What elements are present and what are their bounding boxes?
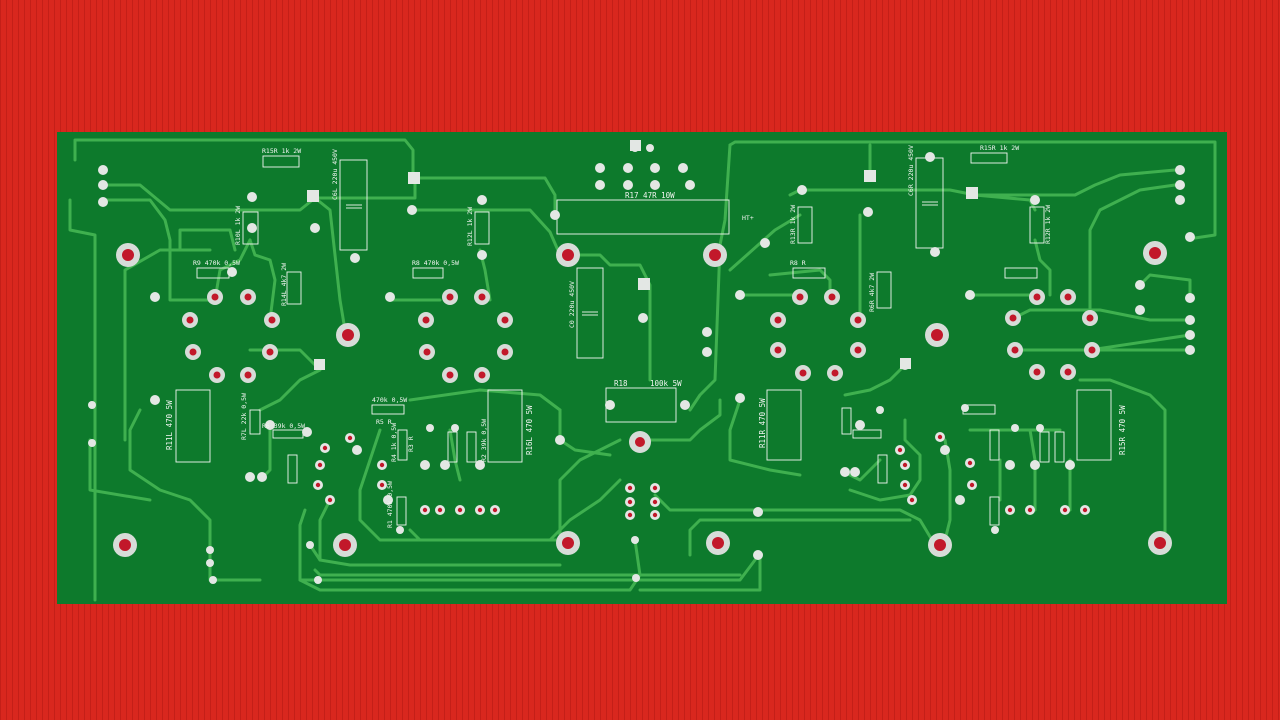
label-r9: R9 470k 0,5W (193, 259, 240, 267)
label-r3r: R3 R (407, 436, 415, 452)
label-r15r-right: R15R 1k 2W (980, 144, 1019, 152)
solder-pads (88, 140, 1195, 584)
label-r18-value: 100k 5W (650, 379, 682, 388)
silkscreen-text: R15R 1k 2W R10L 1k 2W R14L 4k7 2W R9 470… (165, 144, 1127, 528)
label-r14l: R14L 4k7 2W (280, 263, 288, 306)
label-r10l: R10L 1k 2W (234, 206, 242, 245)
label-r2: R2 39k 0,5W (480, 419, 488, 462)
label-r1: R1 470k 0,5W (386, 481, 394, 528)
label-r5-value: 470k 0,5W (372, 396, 407, 404)
label-r17: R17 47R 10W (625, 191, 675, 200)
label-c0: C0 220u 450V (568, 281, 576, 328)
silkscreen-outlines (175, 152, 1112, 526)
label-ht-plus: HT+ (742, 214, 754, 222)
label-c6r: C6R 220u 450V (907, 145, 915, 196)
label-r8r: R8 R (790, 259, 806, 267)
label-r7l: R7L 22k 0,5W (240, 393, 248, 440)
pcb-board (57, 132, 1227, 604)
label-r11l: R11L 470 5W (165, 400, 174, 450)
label-r15r-left: R15R 1k 2W (262, 147, 301, 155)
label-r13r: R13R 1k 2W (789, 205, 797, 244)
label-r12l: R12L 1k 2W (466, 207, 474, 246)
label-r6r: R6R 4k7 2W (868, 273, 876, 312)
label-r12r: R12R 1k 2W (1044, 205, 1052, 244)
label-r18: R18 (614, 379, 628, 388)
label-r15r-bottom: R15R 470 5W (1118, 405, 1127, 455)
label-r6: R6 39k 0,5W (262, 422, 305, 430)
label-r16l: R16L 470 5W (525, 405, 534, 455)
label-r8: R8 470k 0,5W (412, 259, 459, 267)
label-c6l: C6L 220u 450V (331, 149, 339, 200)
label-r5r: R5 R (376, 418, 392, 426)
label-r4: R4 1k 0,5W (390, 423, 398, 462)
label-r11r: R11R 470 5W (758, 398, 767, 448)
